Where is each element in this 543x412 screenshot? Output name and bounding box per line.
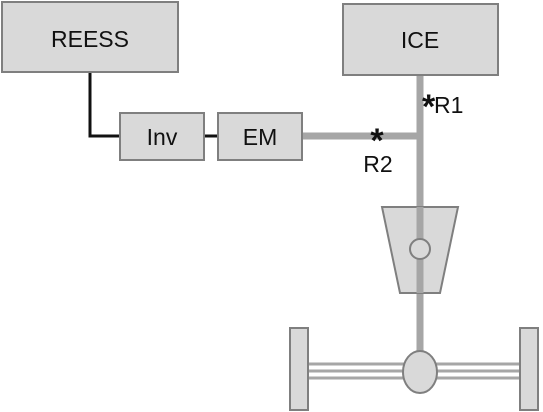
reess-block: REESS xyxy=(1,1,179,73)
marker-r1-label: R1 xyxy=(434,92,463,118)
differential xyxy=(402,350,438,394)
right-wheel xyxy=(519,327,539,411)
marker-r1: * R1 xyxy=(422,88,463,126)
reess-label: REESS xyxy=(51,26,129,52)
ice-block: ICE xyxy=(342,3,499,76)
inverter-label: Inv xyxy=(147,124,178,150)
electric-machine-block: EM xyxy=(217,112,303,161)
marker-r2: * R2 xyxy=(363,122,392,177)
ice-label: ICE xyxy=(401,27,439,53)
inverter-block: Inv xyxy=(119,112,205,161)
marker-r1-asterisk: * xyxy=(422,88,436,126)
marker-r2-asterisk: * xyxy=(370,122,384,160)
marker-r2-label: R2 xyxy=(363,151,392,177)
gearbox-gear xyxy=(409,238,431,260)
reess-to-inverter-wire xyxy=(88,70,120,138)
electric-machine-label: EM xyxy=(243,124,278,150)
left-wheel xyxy=(289,327,309,411)
